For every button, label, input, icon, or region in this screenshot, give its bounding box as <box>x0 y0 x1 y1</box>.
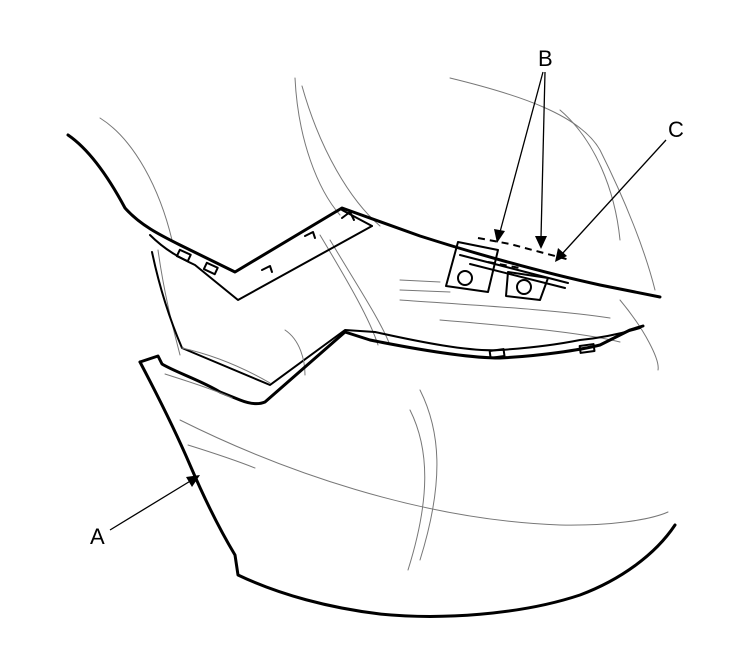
leader-a-arrowhead <box>186 475 200 487</box>
body-panel-lines <box>99 77 659 371</box>
leader-b-right-arrowhead <box>535 236 547 249</box>
callout-a: A <box>90 524 105 549</box>
leader-b-left <box>499 71 544 233</box>
leader-lines <box>109 71 667 531</box>
leader-c <box>561 139 667 255</box>
bracket-slots <box>157 211 355 356</box>
clip-housing <box>445 237 571 301</box>
callout-c: C <box>668 117 684 142</box>
bumper-cover <box>138 324 677 618</box>
callout-b: B <box>538 46 553 71</box>
leader-c-arrowhead <box>555 248 567 262</box>
bumper-upper-edge <box>151 251 641 386</box>
leader-b-left-arrowhead <box>494 229 505 243</box>
leader-a <box>109 479 193 531</box>
leader-b-right <box>540 71 546 239</box>
